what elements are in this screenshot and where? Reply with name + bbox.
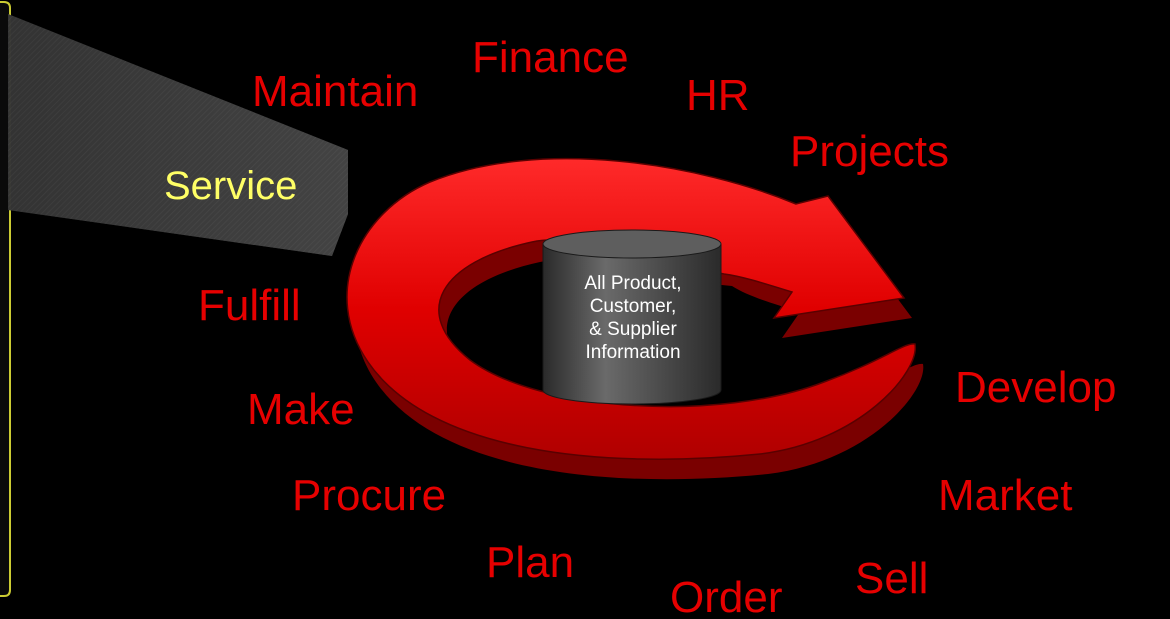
label-market: Market <box>938 471 1073 520</box>
label-finance: Finance <box>472 33 629 82</box>
label-sell: Sell <box>855 554 929 603</box>
label-order: Order <box>670 573 783 619</box>
database-label-line: Customer, <box>589 296 677 317</box>
database-label: All Product, Customer, & Supplier Inform… <box>543 272 723 364</box>
label-service: Service <box>164 164 298 208</box>
label-hr: HR <box>686 71 750 120</box>
circular-arrow-face <box>346 157 916 460</box>
database-label-line: & Supplier <box>589 319 677 340</box>
label-plan: Plan <box>486 538 575 587</box>
label-make: Make <box>247 385 355 434</box>
label-procure: Procure <box>292 471 447 520</box>
callout-panel <box>0 1 11 597</box>
callout-beam <box>8 14 348 256</box>
label-projects: Projects <box>790 127 949 176</box>
database-label-line: Information <box>585 342 681 363</box>
database-label-line: All Product, <box>584 273 682 294</box>
label-develop: Develop <box>955 363 1117 412</box>
label-fulfill: Fulfill <box>198 281 301 330</box>
label-maintain: Maintain <box>252 67 419 116</box>
database-cylinder-icon <box>542 229 722 405</box>
